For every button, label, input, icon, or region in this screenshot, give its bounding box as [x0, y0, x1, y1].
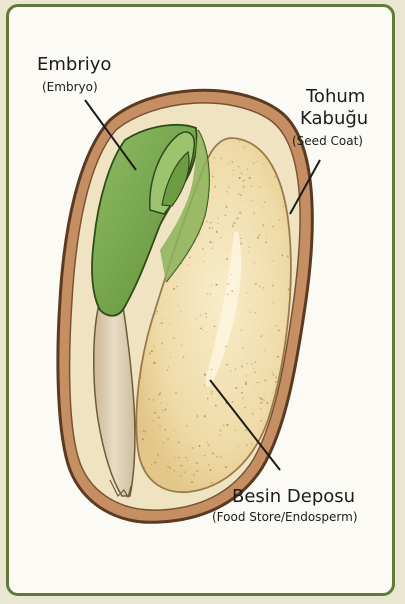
food-store-label-title: Besin Deposu — [232, 486, 355, 507]
food-store-label-subtitle: (Food Store/Endosperm) — [212, 510, 358, 525]
embryo-label-subtitle: (Embryo) — [42, 80, 98, 95]
seed-coat-label-subtitle: (Seed Coat) — [292, 134, 363, 149]
embryo-label-title: Embriyo — [37, 54, 111, 75]
seed-coat-label-title-1: Tohum — [306, 86, 365, 107]
seed-coat-label-title-2: Kabuğu — [300, 108, 368, 129]
